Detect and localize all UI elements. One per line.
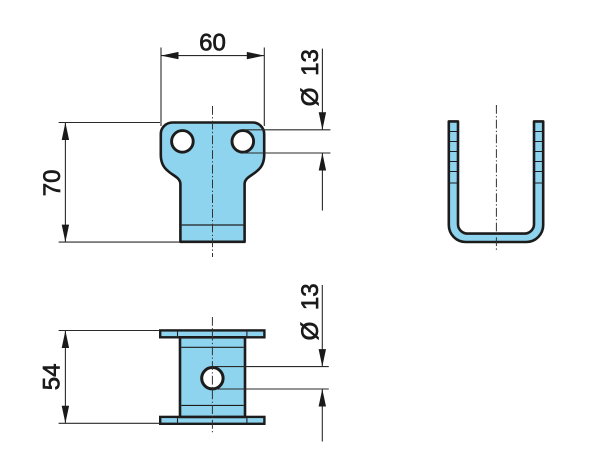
svg-text:Ø 13: Ø 13 xyxy=(297,49,324,106)
svg-text:54: 54 xyxy=(39,364,66,391)
svg-text:Ø 13: Ø 13 xyxy=(297,283,324,340)
svg-text:60: 60 xyxy=(199,29,226,56)
svg-text:70: 70 xyxy=(39,170,66,197)
